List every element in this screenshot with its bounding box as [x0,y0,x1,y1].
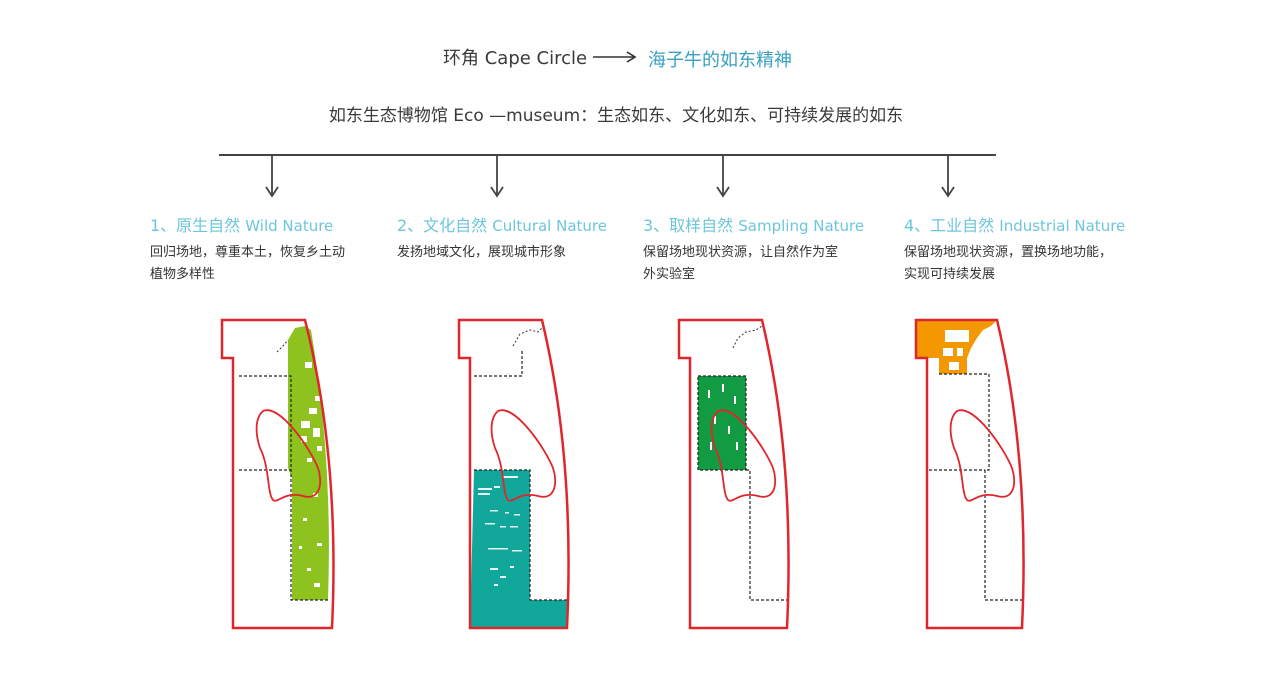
right-arrow-icon [593,51,637,63]
section-title: 4、工业自然 Industrial Nature [904,216,1126,235]
tree-connector [219,154,996,198]
section-wild-nature: 1、原生自然 Wild Nature 回归场地，尊重本土，恢复乡土动 植物多样性 [150,212,390,286]
section-desc: 保留场地现状资源，让自然作为室 外实验室 [643,245,839,282]
site-boundary [457,318,570,630]
cape-circle-ring [949,409,1016,502]
cape-circle-ring [490,409,557,502]
section-title: 3、取样自然 Sampling Nature [643,216,865,235]
site-plan-wild-nature [220,318,335,630]
cape-circle-ring [255,409,322,502]
cape-circle-ring [710,409,777,502]
industrial-nature-zone [916,320,997,374]
site-plan-sampling-nature [677,318,790,630]
section-title: 1、原生自然 Wild Nature [150,216,334,235]
section-title: 2、文化自然 Cultural Nature [397,216,607,235]
title-left: 环角 Cape Circle [443,48,588,69]
site-plan-cultural-nature [457,318,570,630]
site-plan-industrial-nature [914,318,1025,630]
section-desc: 发扬地域文化，展现城市形象 [397,245,567,260]
title-right: 海子牛的如东精神 [648,50,792,71]
section-desc: 回归场地，尊重本土，恢复乡土动 植物多样性 [150,245,346,282]
section-desc: 保留场地现状资源，置换场地功能， 实现可持续发展 [904,245,1113,282]
wild-nature-zone [288,326,329,600]
site-boundary [220,318,335,630]
title-row: 环角 Cape Circle 海子牛的如东精神 [0,44,1273,72]
cultural-nature-zone [470,470,567,628]
section-cultural-nature: 2、文化自然 Cultural Nature 发扬地域文化，展现城市形象 [397,212,637,264]
site-boundary [677,318,790,630]
subtitle: 如东生态博物馆 Eco —museum：生态如东、文化如东、可持续发展的如东 [328,106,904,126]
section-industrial-nature: 4、工业自然 Industrial Nature 保留场地现状资源，置换场地功能… [904,212,1144,286]
section-sampling-nature: 3、取样自然 Sampling Nature 保留场地现状资源，让自然作为室 外… [643,212,883,286]
site-boundary [914,318,1025,630]
